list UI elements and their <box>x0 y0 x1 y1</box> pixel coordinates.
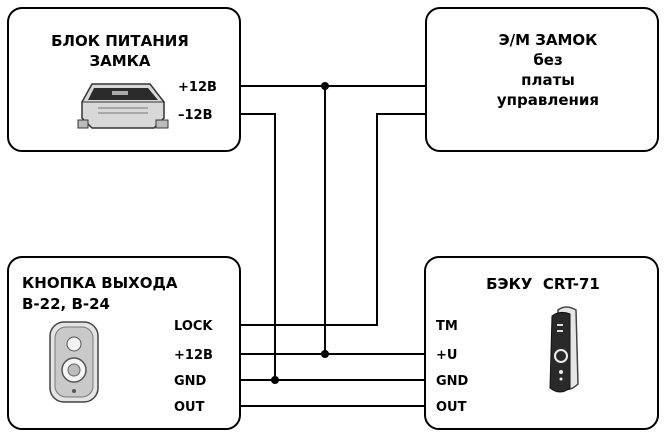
junction-node <box>321 350 329 358</box>
wire-lock-to-tm <box>240 113 426 326</box>
exit-button-models: В-22, В-24 <box>22 295 110 313</box>
pin-label-tm: TM <box>436 319 458 334</box>
power-block-title: БЛОК ПИТАНИЯ <box>51 32 189 50</box>
pin-label-gnd: GND <box>174 374 207 389</box>
junction-node <box>321 82 329 90</box>
pin-label-minus12: –12В <box>178 108 213 123</box>
exit-button-title: КНОПКА ВЫХОДА <box>22 274 178 292</box>
crt71-reader-icon <box>549 306 579 393</box>
controller-title: БЭКУ CRT-71 <box>486 275 600 293</box>
pin-label-plus12: +12В <box>174 348 213 363</box>
pin-label-plus12: +12В <box>178 80 217 95</box>
exit-button-block: КНОПКА ВЫХОДА В-22, В-24 LOCK +12В GND O… <box>7 256 241 430</box>
power-block-subtitle: ЗАМКА <box>89 52 150 70</box>
lock-title-line1: Э/М ЗАМОК <box>499 31 599 49</box>
exit-button-device-icon <box>49 321 99 403</box>
lock-title-line3: платы <box>521 71 575 89</box>
pin-label-out: OUT <box>174 400 205 415</box>
pin-label-u: +U <box>436 348 457 363</box>
em-lock-block: Э/М ЗАМОК без платы управления <box>425 7 659 152</box>
lock-title-line2: без <box>533 51 562 69</box>
pin-label-lock: LOCK <box>174 319 213 334</box>
wire-minus12-to-gnd <box>240 113 425 381</box>
junction-node <box>271 376 279 384</box>
pin-label-out: OUT <box>436 400 467 415</box>
pin-label-gnd: GND <box>436 374 469 389</box>
power-supply-block: БЛОК ПИТАНИЯ ЗАМКА +12В –12В <box>7 7 241 152</box>
lock-title-line4: управления <box>497 91 599 109</box>
controller-crt71-block: БЭКУ CRT-71 TM +U GND OUT <box>424 256 659 430</box>
power-supply-unit-icon <box>77 83 169 129</box>
